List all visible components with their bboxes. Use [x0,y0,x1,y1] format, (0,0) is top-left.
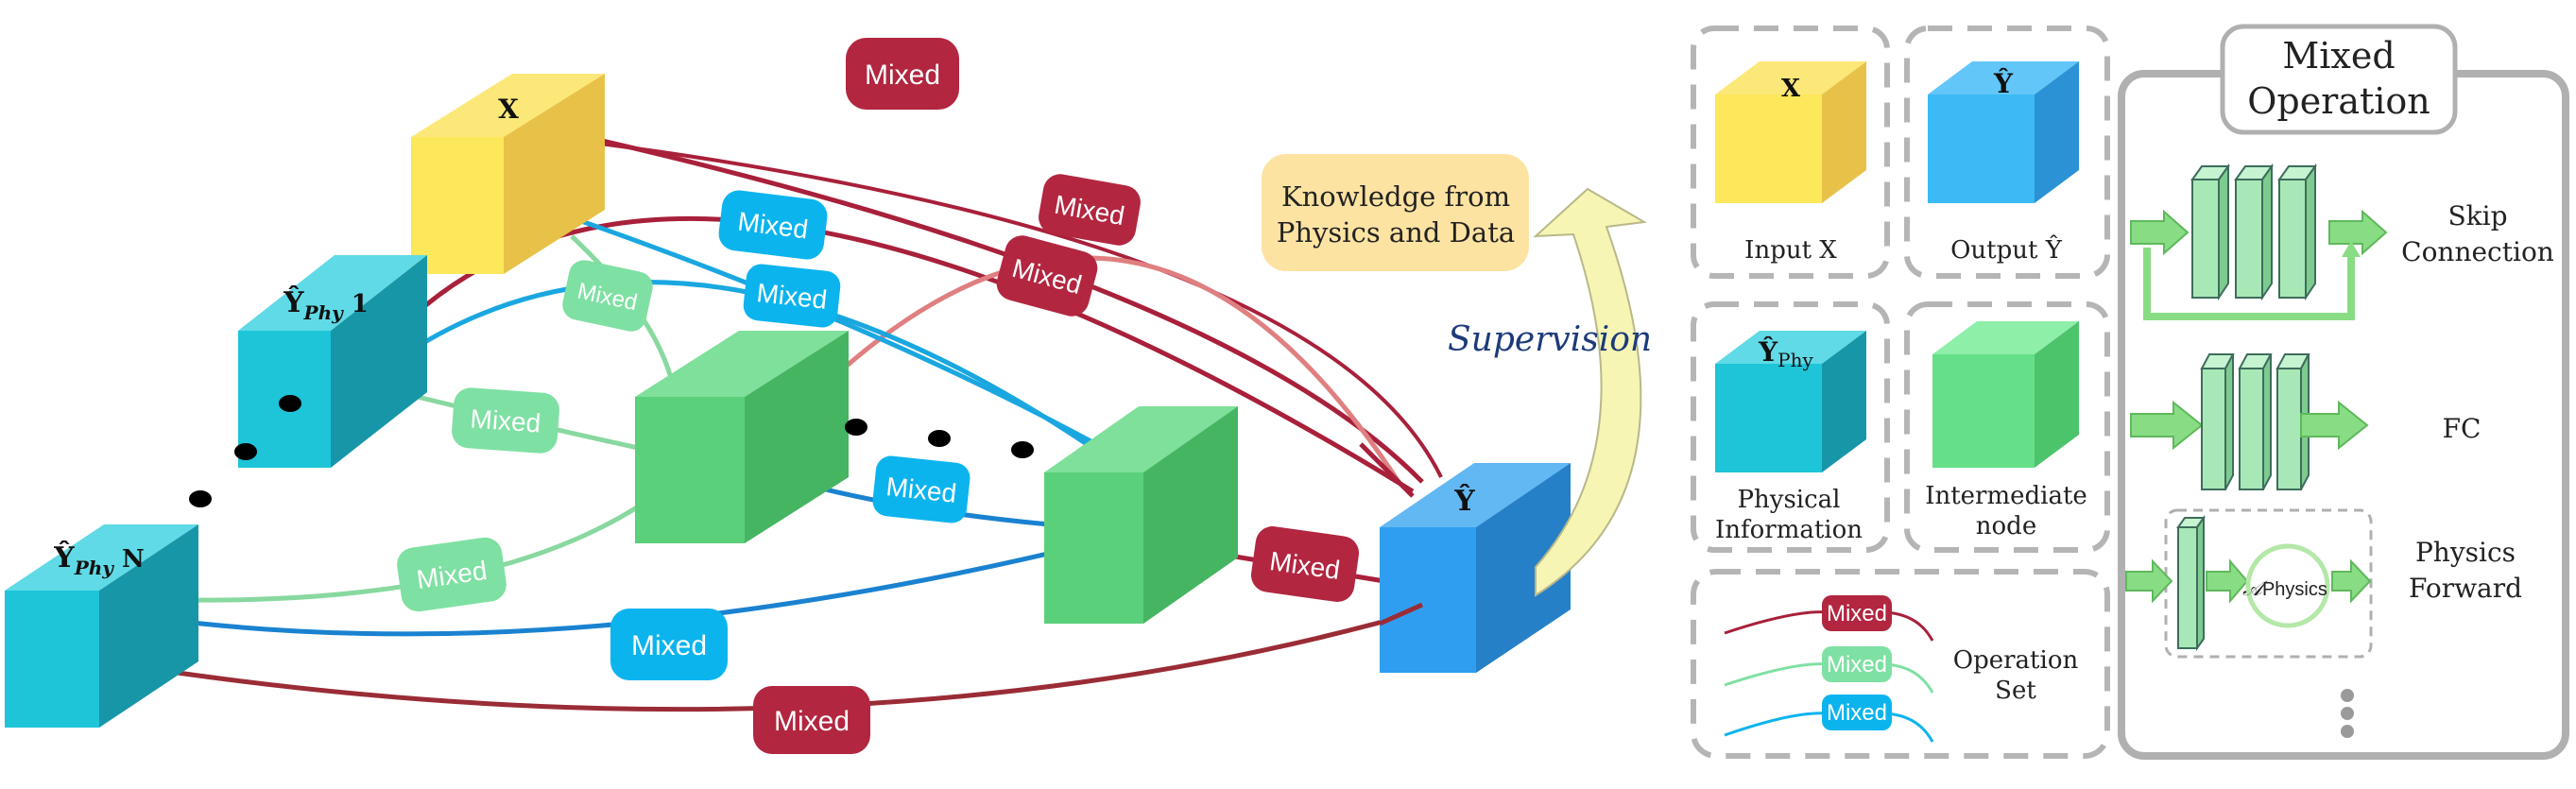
legend-intermediate-cube [1932,321,2079,468]
skip-line-1: Skip [2447,200,2507,232]
svg-text:ŶPhy: ŶPhy [1758,336,1813,371]
legend-input-cube: X [1715,61,1866,203]
dot [1011,441,1034,458]
operation-set-line-2: Set [1995,677,2036,705]
svg-text:Mixed: Mixed [470,403,542,437]
knowledge-line-1: Knowledge from [1281,180,1510,213]
ellipsis-dots [189,395,1034,507]
legend-phy-sub: Phy [1777,349,1813,371]
fc-block: FC [2130,353,2482,490]
skip-line-2: Connection [2401,236,2554,267]
legend-intermediate-line-1: Intermediate [1925,482,2087,510]
cube-label-yphyn-sub: Phy [74,557,115,579]
mixed-label-bottom: Mixed [753,686,870,754]
svg-text:Mixed: Mixed [631,630,707,661]
physics-forward-block: 𝒜Physics Physics Forward [2125,508,2522,659]
dot [845,419,867,436]
legend-phy-cube: ŶPhy [1715,331,1866,472]
edge-mid1-to-output [801,255,1401,484]
more-operations-ellipsis [2341,689,2354,738]
legend-y-label: Ŷ [1993,68,2014,99]
supervision-arrow [1533,187,1648,597]
operation-set-line-1: Operation [1953,646,2079,675]
mixed-label-upper-right-1: Mixed [1039,174,1141,246]
fc-layer [2277,163,2317,301]
mixed-label-mid2-output: Mixed [1250,526,1360,602]
svg-text:Mixed: Mixed [865,60,940,91]
output-arrival-lines [1359,442,1424,626]
mixed-op-title-1: Mixed [2282,35,2395,77]
dot [189,490,212,507]
mixed-labels: Mixed Mixed Mixed Mixed Mixed Mixed Mixe… [397,38,1360,754]
dot [279,395,301,412]
svg-text:Mixed: Mixed [774,706,850,737]
intermediate-cube-1 [635,331,849,543]
op-label-blue: Mixed [1827,700,1887,726]
fc-layer [2190,163,2230,301]
legend-physical-line-1: Physical [1738,486,1841,514]
cube-label-yhat: Ŷ [1453,484,1475,518]
fc-layer [2238,353,2273,490]
fc-layer [2176,514,2206,652]
mixed-op-title-2: Operation [2247,80,2430,122]
legend-phy-label: Ŷ [1758,336,1778,368]
mixed-label-blue-2: Mixed [743,264,841,328]
svg-text:𝒜Physics: 𝒜Physics [2242,577,2327,601]
input-x-cube: X [411,74,605,274]
edge-phy1-to-mid2 [376,280,1089,447]
legend-intermediate-line-2: node [1976,512,2036,540]
legend-output-caption: Output Ŷ [1950,234,2063,265]
fc-label: FC [2443,413,2482,444]
physics-output-1-cube: ŶPhy 1 [238,255,427,468]
physics-line-1: Physics [2415,537,2516,568]
dot [234,443,257,460]
svg-text:ŶPhy N: ŶPhy N [53,540,144,579]
legend-input-caption: Input X [1744,236,1837,265]
dot [928,430,951,447]
knowledge-line-2: Physics and Data [1277,216,1515,249]
mixed-label-blue-3: Mixed [872,455,970,523]
op-label-red: Mixed [1827,601,1887,626]
knowledge-box: Knowledge from Physics and Data [1262,154,1529,271]
cube-label-yphyn: Ŷ [53,540,75,575]
legend-output-cube: Ŷ [1928,61,2079,203]
operation-set-legend: Mixed Mixed Mixed Operation Set [1724,595,2079,743]
mixed-operation-panel: Mixed Operation Skip C [2118,24,2569,760]
fc-layer [2234,163,2274,301]
physics-line-2: Forward [2409,573,2522,604]
mixed-label-green-1: Mixed [562,260,653,332]
cube-label-yphy1: Ŷ [283,285,304,319]
mixed-label-upper-right-2: Mixed [996,235,1098,317]
cube-label-yphy1-sub: Phy [303,301,345,324]
skip-connection-block: Skip Connection [2130,163,2554,320]
mixed-label-green-3: Mixed [397,537,507,612]
mixed-label-blue-1: Mixed [718,190,828,260]
cube-label-x: X [498,94,519,125]
legend-panels: X Input X Ŷ Output Ŷ ŶPhy Physical Infor… [1691,26,2110,759]
cube-label-yphy1-suffix: 1 [343,290,369,318]
mixed-label-top: Mixed [846,38,959,110]
fc-layer [2200,353,2235,490]
mixed-label-green-2: Mixed [452,387,559,454]
physics-output-n-cube: ŶPhy N [5,524,198,728]
op-label-green: Mixed [1827,652,1887,678]
mixed-label-blue-4: Mixed [610,609,728,680]
legend-x-label: X [1781,75,1801,103]
cube-label-yphyn-suffix: N [113,545,145,574]
svg-text:ŶPhy 1: ŶPhy 1 [283,285,369,324]
legend-physical-line-2: Information [1715,516,1863,544]
physics-operator-node [2245,543,2330,628]
supervision-label: Supervision [1448,320,1652,359]
intermediate-cube-2 [1044,406,1238,624]
physics-symbol-sub: Physics [2262,579,2327,600]
output-y-cube: Ŷ [1380,463,1571,673]
edge-phyN-to-mid2 [160,540,1092,637]
